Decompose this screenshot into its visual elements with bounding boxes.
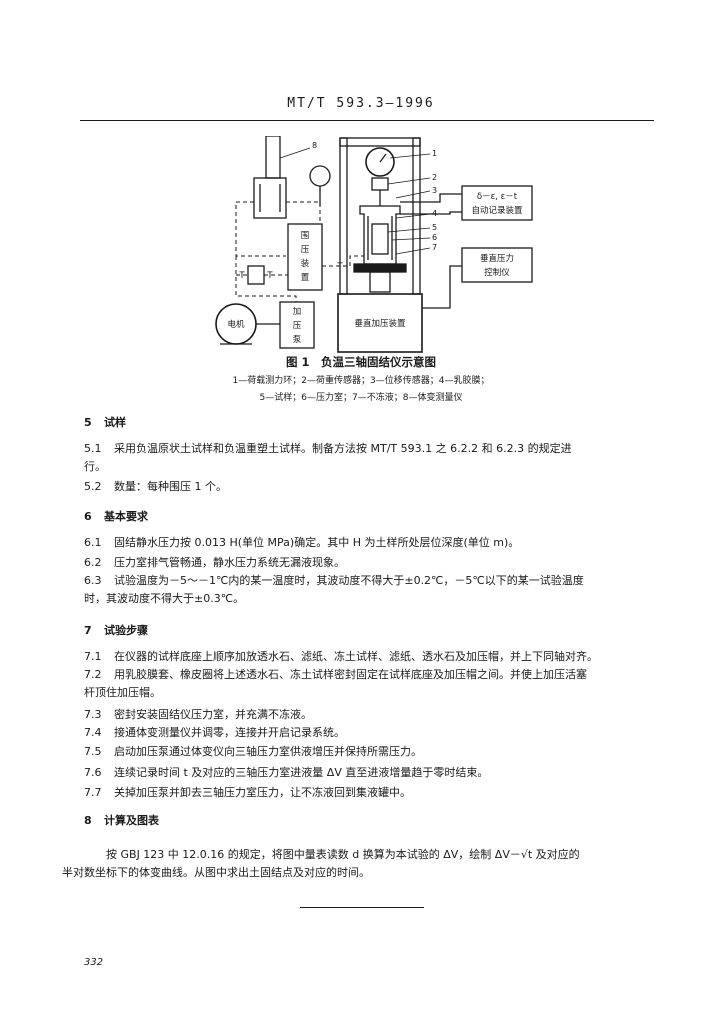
section-number: 8 <box>84 814 92 827</box>
clause-8-body: 按 GBJ 123 中 12.0.16 的规定，将图中量表读数 d 换算为本试验… <box>62 846 654 882</box>
figure-schematic: 1 2 3 4 5 6 7 8 δ－ε, ε－t 自动记录装置 垂直压力 控制仪… <box>215 136 533 353</box>
callout-2: 2 <box>432 173 437 182</box>
clause-number: 7.1 <box>84 650 102 663</box>
clause-text: 固结静水压力按 0.013 H(单位 MPa)确定。其中 H 为土样所处层位深度… <box>114 536 520 549</box>
record-device-line2: 自动记录装置 <box>471 205 523 216</box>
figure-legend-line1: 1—荷载测力环；2—荷重传感器；3—位移传感器；4—乳胶膜； <box>232 376 490 386</box>
clause-text: 数量：每种围压 1 个。 <box>114 480 227 493</box>
clause-text: 关掉加压泵并卸去三轴压力室压力，让不冻液回到集液罐中。 <box>114 786 411 799</box>
clause-6-3: 6.3 试验温度为－5～－1℃内的某一温度时，其波动度不得大于±0.2℃，－5℃以… <box>84 572 654 608</box>
figure-caption: 图 1 负温三轴固结仪示意图 <box>285 355 436 369</box>
section-number: 6 <box>84 510 92 523</box>
clause-number: 7.6 <box>84 766 102 779</box>
figure-legend-line2: 5—试样；6—压力室；7—不冻液；8—体变测量仪 <box>259 393 463 403</box>
callout-7: 7 <box>432 243 437 252</box>
tee-label-3: T <box>336 262 343 272</box>
clause-text: 接通体变测量仪并调零，连接并开启记录系统。 <box>114 726 345 739</box>
clause-number: 7.4 <box>84 726 102 739</box>
clause-text: 采用负温原状土试样和负温重塑土试样。制备方法按 MT/T 593.1 之 6.2… <box>114 442 572 455</box>
clause-text-continued: 行。 <box>84 460 106 473</box>
clause-text: 密封安装固结仪压力室，并充满不冻液。 <box>114 708 312 721</box>
pressure-control-line2: 控制仪 <box>484 267 510 278</box>
clause-number: 7.3 <box>84 708 102 721</box>
pressure-control-line1: 垂直压力 <box>480 253 514 264</box>
clause-number: 7.7 <box>84 786 102 799</box>
pump-char2: 压 <box>293 321 302 331</box>
confining-device-char4: 置 <box>301 273 310 283</box>
clause-number: 6.3 <box>84 574 102 587</box>
clause-number: 5.1 <box>84 442 102 455</box>
clause-text: 试验温度为－5～－1℃内的某一温度时，其波动度不得大于±0.2℃，－5℃以下的某… <box>114 574 584 587</box>
end-rule <box>300 907 424 908</box>
clause-text-continued: 半对数坐标下的体变曲线。从图中求出土固结点及对应的时间。 <box>62 866 370 879</box>
page-header: MT/T 593.3—1996 <box>287 96 435 111</box>
clause-text-continued: 时，其波动度不得大于±0.3℃。 <box>84 592 245 605</box>
section-number: 7 <box>84 624 92 637</box>
clause-number: 5.2 <box>84 480 102 493</box>
clause-text: 用乳胶膜套、橡皮圈将上述透水石、冻土试样密封固定在试样底座及加压帽之间。并使上加… <box>114 668 587 681</box>
section-title: 试样 <box>104 416 126 429</box>
clause-6-1: 6.1 固结静水压力按 0.013 H(单位 MPa)确定。其中 H 为土样所处层… <box>84 534 654 552</box>
tee-label-1: T <box>238 271 245 281</box>
callout-8: 8 <box>312 141 317 150</box>
clause-text: 启动加压泵通过体变仪向三轴压力室供液增压并保持所需压力。 <box>114 745 422 758</box>
vertical-loading-device-label: 垂直加压装置 <box>354 318 406 329</box>
pump-char3: 泵 <box>293 335 302 345</box>
clause-7-1: 7.1 在仪器的试样底座上顺序加放透水石、滤纸、冻土试样、滤纸、透水石及加压帽，并… <box>84 648 654 666</box>
section-8-heading: 8 计算及图表 <box>84 812 159 828</box>
confining-device-char3: 装 <box>301 258 310 269</box>
motor-label: 电机 <box>227 319 245 330</box>
clause-7-2: 7.2 用乳胶膜套、橡皮圈将上述透水石、冻土试样密封固定在试样底座及加压帽之间。并… <box>84 666 654 702</box>
confining-device-char2: 压 <box>301 245 310 255</box>
clause-number: 7.5 <box>84 745 102 758</box>
clause-7-6: 7.6 连续记录时间 t 及对应的三轴压力室进液量 ΔV 直至进液增量趋于零时结束… <box>84 764 654 782</box>
clause-7-5: 7.5 启动加压泵通过体变仪向三轴压力室供液增压并保持所需压力。 <box>84 743 654 761</box>
header-rule <box>80 120 654 121</box>
clause-7-3: 7.3 密封安装固结仪压力室，并充满不冻液。 <box>84 706 654 724</box>
pump-char1: 加 <box>293 306 302 317</box>
clause-number: 6.1 <box>84 536 102 549</box>
clause-5-2: 5.2 数量：每种围压 1 个。 <box>84 478 654 496</box>
clause-text: 连续记录时间 t 及对应的三轴压力室进液量 ΔV 直至进液增量趋于零时结束。 <box>114 766 489 779</box>
section-5-heading: 5 试样 <box>84 414 126 430</box>
tee-label-2: T <box>266 271 273 281</box>
section-title: 计算及图表 <box>104 814 159 827</box>
section-7-heading: 7 试验步骤 <box>84 622 148 638</box>
confining-device-char1: 围 <box>301 231 310 241</box>
callout-1: 1 <box>432 149 437 158</box>
section-6-heading: 6 基本要求 <box>84 508 148 524</box>
clause-text: 在仪器的试样底座上顺序加放透水石、滤纸、冻土试样、滤纸、透水石及加压帽，并上下同… <box>114 650 598 663</box>
callout-5: 5 <box>432 223 437 232</box>
clause-7-7: 7.7 关掉加压泵并卸去三轴压力室压力，让不冻液回到集液罐中。 <box>84 784 654 802</box>
record-device-line1: δ－ε, ε－t <box>477 192 518 202</box>
clause-number: 7.2 <box>84 668 102 681</box>
callout-3: 3 <box>432 186 437 195</box>
clause-7-4: 7.4 接通体变测量仪并调零，连接并开启记录系统。 <box>84 724 654 742</box>
callout-6: 6 <box>432 233 437 242</box>
clause-6-2: 6.2 压力室排气管畅通，静水压力系统无漏液现象。 <box>84 554 654 572</box>
clause-5-1: 5.1 采用负温原状土试样和负温重塑土试样。制备方法按 MT/T 593.1 之 … <box>84 440 654 476</box>
callout-4: 4 <box>432 209 437 218</box>
section-title: 试验步骤 <box>104 624 148 637</box>
clause-text: 压力室排气管畅通，静水压力系统无漏液现象。 <box>114 556 345 569</box>
clause-text-continued: 杆顶住加压帽。 <box>84 686 161 699</box>
clause-number: 6.2 <box>84 556 102 569</box>
page-number: 332 <box>84 957 104 968</box>
clause-text: 按 GBJ 123 中 12.0.16 的规定，将图中量表读数 d 换算为本试验… <box>106 848 580 861</box>
section-title: 基本要求 <box>104 510 148 523</box>
section-number: 5 <box>84 416 92 429</box>
